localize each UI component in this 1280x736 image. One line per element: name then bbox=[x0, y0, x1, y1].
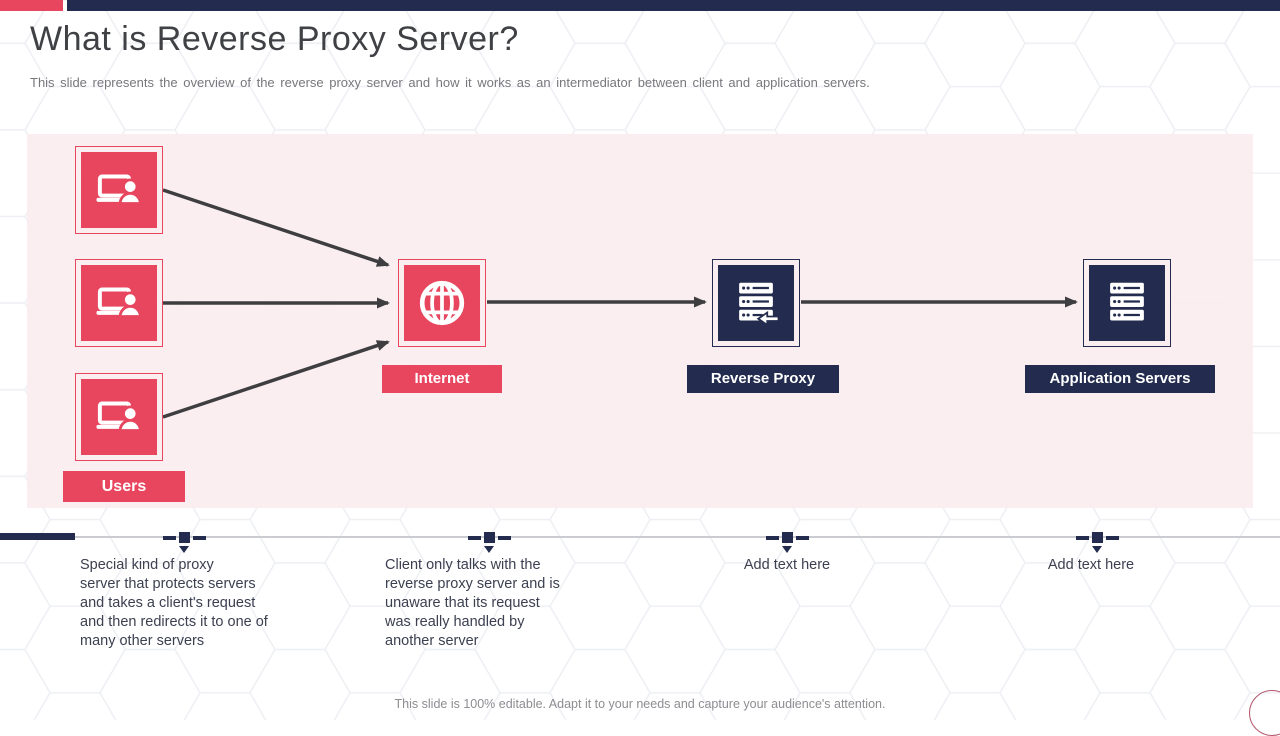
laptop-user-icon bbox=[96, 401, 142, 432]
note-placeholder-3[interactable]: Add text here bbox=[743, 557, 831, 573]
marker-arrow-down-icon bbox=[1092, 546, 1102, 553]
timeline-marker-3 bbox=[755, 532, 819, 543]
server-return-arrow-icon bbox=[739, 282, 780, 327]
timeline-start-segment bbox=[0, 533, 75, 540]
globe-icon bbox=[419, 280, 465, 326]
diagram-panel bbox=[27, 134, 1253, 508]
footer-note: This slide is 100% editable. Adapt it to… bbox=[394, 697, 886, 711]
marker-dash bbox=[162, 535, 176, 540]
marker-arrow-down-icon bbox=[179, 546, 189, 553]
marker-square bbox=[483, 532, 495, 543]
users-label: Users bbox=[63, 471, 185, 502]
note-placeholder-4[interactable]: Add text here bbox=[1047, 557, 1135, 573]
timeline-line bbox=[0, 536, 1280, 538]
marker-dash bbox=[765, 535, 779, 540]
marker-dash bbox=[467, 535, 481, 540]
timeline-marker-2 bbox=[457, 532, 521, 543]
marker-dash bbox=[497, 535, 511, 540]
user-node-3 bbox=[75, 373, 163, 461]
server-stack-icon bbox=[1110, 282, 1144, 321]
marker-dash bbox=[795, 535, 809, 540]
internet-label: Internet bbox=[382, 365, 502, 393]
marker-square bbox=[781, 532, 793, 543]
marker-dash bbox=[1075, 535, 1089, 540]
internet-node bbox=[398, 259, 486, 347]
timeline-marker-1 bbox=[152, 532, 216, 543]
marker-dash bbox=[192, 535, 206, 540]
user-node-1 bbox=[75, 146, 163, 234]
reverse-proxy-label: Reverse Proxy bbox=[687, 365, 839, 393]
page-subtitle: This slide represents the overview of th… bbox=[30, 75, 870, 90]
application-servers-node bbox=[1083, 259, 1171, 347]
topbar-accent-red bbox=[0, 0, 63, 11]
laptop-user-icon bbox=[96, 287, 142, 318]
note-text-1: Special kind of proxy server that protec… bbox=[80, 557, 268, 649]
timeline-marker-4 bbox=[1065, 532, 1129, 543]
note-text-2: Client only talks with the reverse proxy… bbox=[385, 557, 560, 649]
page-title: What is Reverse Proxy Server? bbox=[30, 20, 519, 58]
marker-arrow-down-icon bbox=[484, 546, 494, 553]
marker-square bbox=[178, 532, 190, 543]
topbar-navy bbox=[67, 0, 1280, 11]
application-servers-label: Application Servers bbox=[1025, 365, 1215, 393]
marker-dash bbox=[1105, 535, 1119, 540]
laptop-user-icon bbox=[96, 174, 142, 205]
reverse-proxy-node bbox=[712, 259, 800, 347]
marker-square bbox=[1091, 532, 1103, 543]
marker-arrow-down-icon bbox=[782, 546, 792, 553]
user-node-2 bbox=[75, 259, 163, 347]
